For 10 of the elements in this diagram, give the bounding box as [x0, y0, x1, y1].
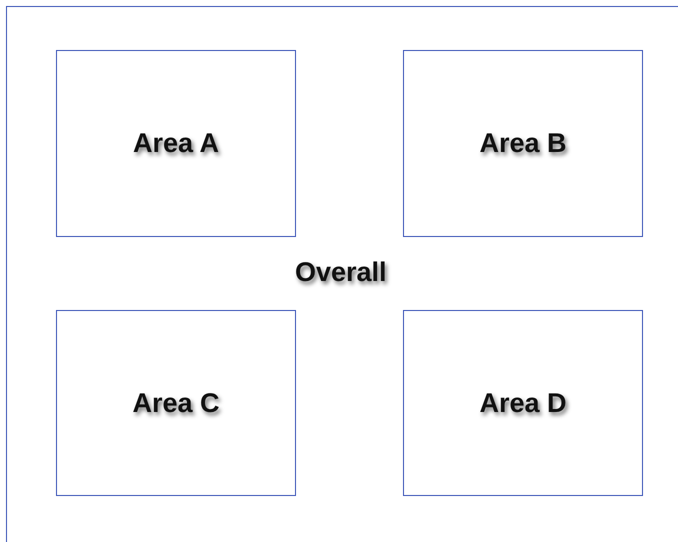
area-box — [403, 310, 643, 496]
outer-frame — [6, 6, 678, 542]
area-label: Area C — [132, 388, 220, 418]
area-box — [403, 50, 643, 237]
area-label: Area D — [479, 388, 567, 418]
area-label: Area A — [132, 128, 220, 159]
area-label: Area B — [479, 128, 567, 159]
area-box — [56, 50, 296, 237]
area-box — [56, 310, 296, 496]
frame-label: Overall — [295, 257, 388, 288]
